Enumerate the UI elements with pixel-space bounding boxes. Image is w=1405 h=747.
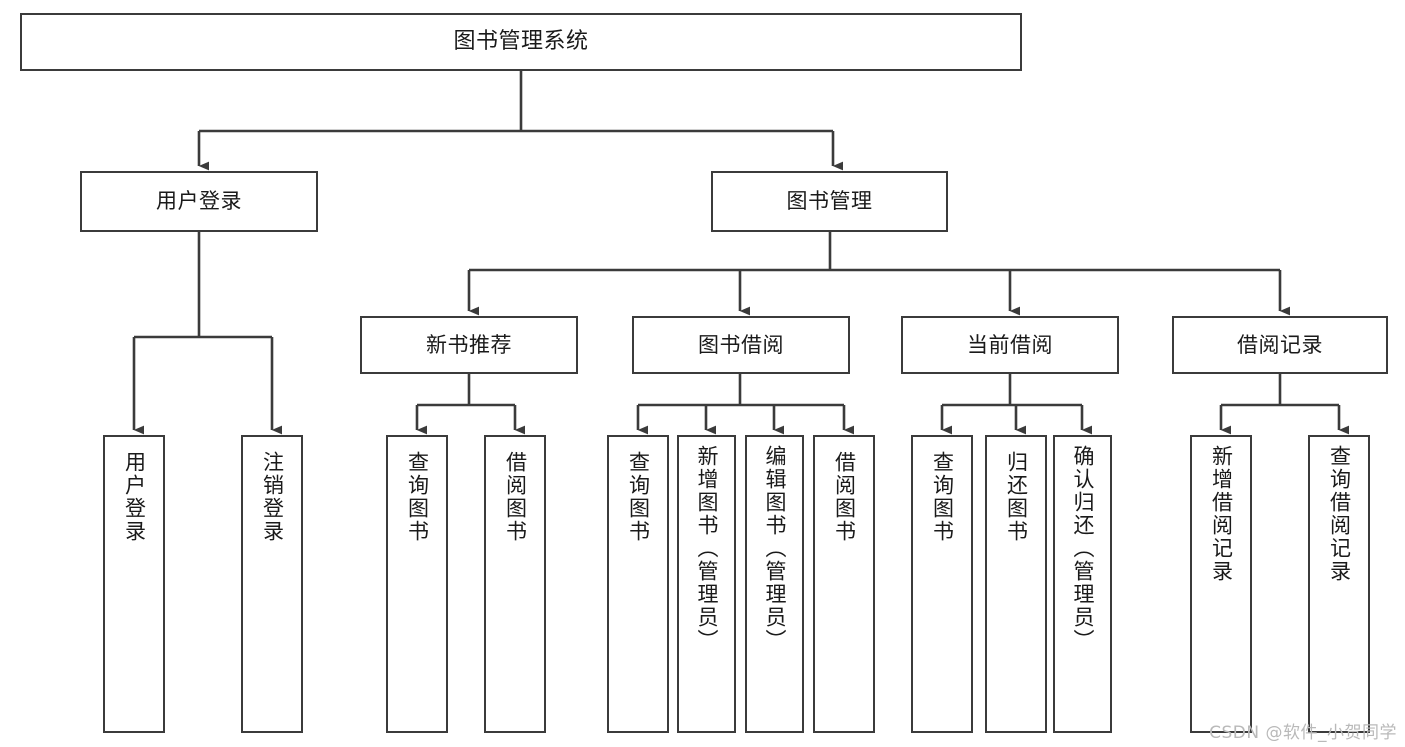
- node-leaf-query-book-recommend[interactable]: 查询图书: [386, 435, 448, 733]
- node-leaf-confirm-return-admin[interactable]: 确认归还（管理员）: [1053, 435, 1112, 733]
- node-leaf-borrow-book[interactable]: 借阅图书: [813, 435, 875, 733]
- node-leaf-add-borrow-record[interactable]: 新增借阅记录: [1190, 435, 1252, 733]
- node-label: 新增借阅记录: [1209, 445, 1234, 583]
- node-label: 查询图书: [930, 451, 955, 543]
- node-current-borrow[interactable]: 当前借阅: [901, 316, 1119, 374]
- node-label: 图书借阅: [698, 332, 784, 357]
- node-leaf-add-book-admin[interactable]: 新增图书（管理员）: [677, 435, 736, 733]
- node-label: 用户登录: [156, 189, 242, 214]
- node-root-system[interactable]: 图书管理系统: [20, 13, 1022, 71]
- watermark-text: CSDN @软件_小贺同学: [1209, 723, 1397, 743]
- node-label: 查询借阅记录: [1327, 445, 1352, 583]
- node-label: 编辑图书（管理员）: [763, 445, 787, 652]
- node-leaf-logout[interactable]: 注销登录: [241, 435, 303, 733]
- node-label: 新书推荐: [426, 332, 512, 357]
- node-label: 借阅图书: [503, 451, 528, 543]
- node-borrow-record[interactable]: 借阅记录: [1172, 316, 1388, 374]
- node-leaf-query-book-borrow[interactable]: 查询图书: [607, 435, 669, 733]
- node-label: 当前借阅: [967, 332, 1053, 357]
- node-leaf-query-book-current[interactable]: 查询图书: [911, 435, 973, 733]
- node-leaf-user-login[interactable]: 用户登录: [103, 435, 165, 733]
- node-label: 借阅记录: [1237, 332, 1323, 357]
- node-user-login[interactable]: 用户登录: [80, 171, 318, 232]
- node-book-borrow[interactable]: 图书借阅: [632, 316, 850, 374]
- node-new-book-recommend[interactable]: 新书推荐: [360, 316, 578, 374]
- node-label: 借阅图书: [832, 451, 857, 543]
- node-label: 用户登录: [122, 451, 147, 543]
- node-leaf-edit-book-admin[interactable]: 编辑图书（管理员）: [745, 435, 804, 733]
- node-label: 查询图书: [626, 451, 651, 543]
- node-label: 注销登录: [260, 451, 285, 543]
- node-leaf-borrow-book-recommend[interactable]: 借阅图书: [484, 435, 546, 733]
- node-label: 归还图书: [1004, 451, 1029, 543]
- node-label: 查询图书: [405, 451, 430, 543]
- node-label: 图书管理: [786, 189, 873, 214]
- node-leaf-query-borrow-record[interactable]: 查询借阅记录: [1308, 435, 1370, 733]
- node-leaf-return-book[interactable]: 归还图书: [985, 435, 1047, 733]
- node-label: 确认归还（管理员）: [1071, 445, 1095, 652]
- node-label: 新增图书（管理员）: [695, 445, 719, 652]
- node-book-management[interactable]: 图书管理: [711, 171, 948, 232]
- node-label: 图书管理系统: [453, 29, 589, 55]
